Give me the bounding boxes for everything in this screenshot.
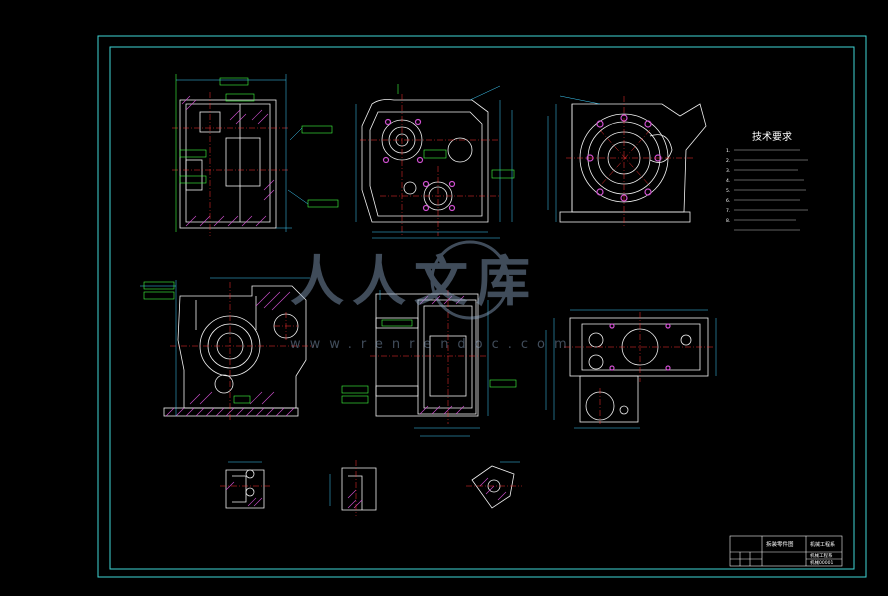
watermark-text: 人人文库 <box>290 250 538 313</box>
tech-req-item-1: 1. <box>726 148 730 154</box>
view-top-right <box>545 309 717 429</box>
watermark-url: www.renrendoc.com <box>290 337 576 352</box>
tech-req-item-5: 5. <box>726 188 730 194</box>
detail-view-3 <box>466 461 522 509</box>
title-block <box>729 535 843 567</box>
tech-req-item-7: 7. <box>726 208 730 214</box>
tech-req-item-2: 2. <box>726 158 730 164</box>
view-side-right <box>547 95 707 226</box>
technical-requirements-title: 技术要求 <box>752 130 792 143</box>
view-section-left <box>172 74 339 236</box>
title-block-title-right: 机械工程系 <box>810 552 833 559</box>
view-front-center <box>355 84 515 239</box>
view-section-mid-center <box>341 290 517 437</box>
title-block-drawing-name: 拆装零件图 <box>766 540 794 548</box>
technical-requirements: 技术要求 1. 2. 3. 4. 5. 6. 7. 8. <box>726 130 808 231</box>
tech-req-item-3: 3. <box>726 168 730 174</box>
watermark: 人人文库 www.renrendoc.com <box>290 240 576 352</box>
tech-req-item-8: 8. <box>726 218 730 224</box>
title-block-school: 机械工程系 <box>810 541 835 548</box>
outer-frame <box>97 35 867 578</box>
detail-view-1 <box>220 461 270 509</box>
title-block-drawing-number: 机械00001 <box>810 559 833 566</box>
detail-view-2 <box>329 460 377 516</box>
inner-frame <box>109 46 855 570</box>
view-section-mid-left <box>140 277 314 420</box>
tech-req-item-6: 6. <box>726 198 730 204</box>
watermark-logo-ring <box>430 240 510 320</box>
tech-req-item-4: 4. <box>726 178 730 184</box>
